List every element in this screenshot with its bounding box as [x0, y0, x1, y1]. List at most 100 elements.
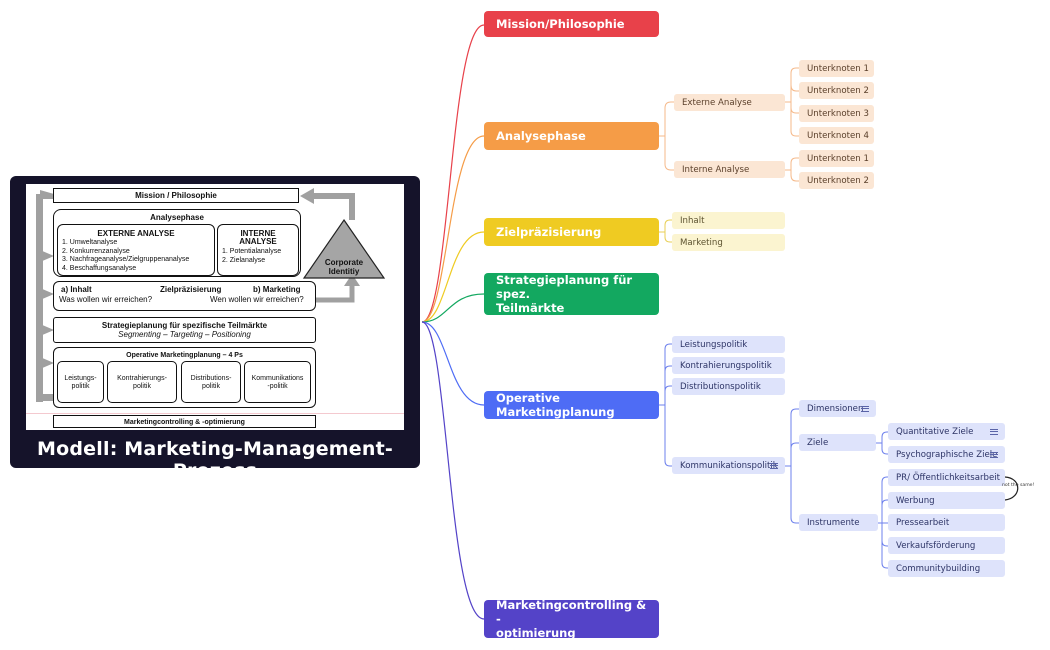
node-controlling[interactable]: Marketingcontrolling & - optimierung: [484, 598, 659, 640]
goal-precision-title: Zielpräzisierung: [160, 285, 222, 294]
external-analysis-item: 1. Umweltanalyse: [62, 239, 118, 246]
notes-icon[interactable]: [770, 462, 778, 469]
controlling-label: Marketingcontrolling & -optimierung: [124, 418, 245, 426]
product-policy-box: Leistungs- politik: [57, 361, 104, 403]
pricing-policy-label: politik: [133, 383, 151, 390]
node-instruments-label: Instrumente: [807, 517, 860, 528]
notes-icon[interactable]: [861, 405, 869, 412]
node-goal-precision[interactable]: Zielpräzisierung: [484, 218, 659, 246]
node-pricing-policy-label: Kontrahierungspolitik: [680, 360, 772, 371]
node-controlling-label: Marketingcontrolling & -: [496, 598, 647, 626]
node-goal-marketing-label: Marketing: [680, 237, 723, 248]
distribution-policy-label: Distributions-: [190, 375, 232, 382]
node-product-policy-label: Leistungspolitik: [680, 339, 748, 350]
node-press-work-label: Pressearbeit: [896, 517, 950, 528]
goal-content-label: a) Inhalt: [61, 285, 92, 294]
node-distribution-policy[interactable]: Distributionspolitik: [672, 378, 785, 395]
node-pricing-policy[interactable]: Kontrahierungspolitik: [672, 357, 785, 374]
node-advertising-label: Werbung: [896, 495, 935, 506]
analysis-title: Analysephase: [150, 213, 204, 222]
node-community-building[interactable]: Communitybuilding: [888, 560, 1005, 577]
corporate-identity-label: Identitiy: [328, 267, 360, 276]
internal-analysis-item: 2. Zielanalyse: [222, 256, 266, 264]
operative-planning-title: Operative Marketingplanung – 4 Ps: [126, 352, 243, 359]
goal-question-2: Wen wollen wir erreichen?: [210, 295, 304, 304]
node-analysis-phase[interactable]: Analysephase: [484, 122, 659, 150]
internal-analysis-item: 1. Potentialanalyse: [222, 248, 282, 255]
controlling-box: Marketingcontrolling & -optimierung: [53, 415, 316, 428]
node-subnode[interactable]: Unterknoten 4: [799, 127, 874, 144]
node-goal-marketing[interactable]: Marketing: [672, 234, 785, 251]
goal-marketing-label: b) Marketing: [253, 285, 301, 294]
node-subnode[interactable]: Unterknoten 2: [799, 82, 874, 99]
product-policy-label: politik: [71, 383, 90, 390]
node-strategy-label: Strategieplanung für spez.: [496, 273, 633, 301]
relationship-label[interactable]: not the same!: [1002, 483, 1035, 488]
pricing-policy-label: Kontrahierungs-: [117, 375, 167, 382]
node-subnode-label: Unterknoten 2: [807, 85, 869, 96]
node-subnode-label: Unterknoten 3: [807, 108, 869, 119]
divider-line: [26, 413, 404, 414]
model-caption: Modell: Marketing-Management-Prozess: [37, 438, 393, 482]
node-strategy[interactable]: Strategieplanung für spez. Teilmärkte: [484, 273, 659, 315]
node-subnode-label: Unterknoten 4: [807, 130, 869, 141]
pricing-policy-box: Kontrahierungs- politik: [107, 361, 177, 403]
internal-analysis-box: INTERNE ANALYSE 1. Potentialanalyse 2. Z…: [217, 224, 299, 276]
communication-policy-label: -politik: [267, 383, 288, 390]
node-pr[interactable]: PR/ Öffentlichkeitsarbeit: [888, 469, 1005, 486]
corporate-identity-triangle: [302, 218, 386, 279]
external-analysis-title: EXTERNE ANALYSE: [97, 229, 175, 238]
arrow-right-icon: [40, 324, 54, 336]
mission-box: Mission / Philosophie: [53, 188, 299, 203]
node-goals-label: Ziele: [807, 437, 829, 448]
external-analysis-item: 4. Beschaffungsanalyse: [62, 264, 137, 272]
ci-loop-arrow-icon: [300, 188, 360, 303]
feedback-bar: [36, 194, 43, 402]
node-mission[interactable]: Mission/Philosophie: [484, 11, 659, 37]
node-product-policy[interactable]: Leistungspolitik: [672, 336, 785, 353]
node-advertising[interactable]: Werbung: [888, 492, 1005, 509]
product-policy-label: Leistungs-: [64, 375, 97, 382]
strategy-title: Strategieplanung für spezifische Teilmär…: [101, 321, 268, 330]
notes-icon[interactable]: [990, 428, 998, 435]
node-subnode[interactable]: Unterknoten 3: [799, 105, 874, 122]
node-subnode[interactable]: Unterknoten 2: [799, 172, 874, 189]
distribution-policy-box: Distributions- politik: [181, 361, 241, 403]
node-strategy-label: Teilmärkte: [496, 301, 565, 315]
internal-analysis-title: INTERNE: [240, 229, 276, 238]
goal-question-1: Was wollen wir erreichen?: [59, 295, 153, 304]
node-sales-promotion[interactable]: Verkaufsförderung: [888, 537, 1005, 554]
node-distribution-policy-label: Distributionspolitik: [680, 381, 761, 392]
node-communication-policy[interactable]: Kommunikationspolitik: [672, 457, 785, 474]
node-dimensions-label: Dimensionen: [807, 403, 864, 414]
node-controlling-label: optimierung: [496, 626, 576, 640]
node-subnode-label: Unterknoten 1: [807, 63, 869, 74]
node-quantitative-goals-label: Quantitative Ziele: [896, 426, 974, 437]
node-goals[interactable]: Ziele: [799, 434, 876, 451]
corporate-identity-label: Corporate: [324, 258, 364, 267]
node-internal-analysis-label: Interne Analyse: [682, 164, 750, 175]
communication-policy-box: Kommunikations -politik: [244, 361, 311, 403]
mission-label: Mission / Philosophie: [135, 191, 217, 200]
node-external-analysis[interactable]: Externe Analyse: [674, 94, 785, 111]
node-goal-content[interactable]: Inhalt: [672, 212, 785, 229]
distribution-policy-label: politik: [202, 383, 220, 390]
arrow-right-icon: [40, 357, 54, 369]
node-subnode[interactable]: Unterknoten 1: [799, 60, 874, 77]
node-operative-planning-label: Operative Marketingplanung: [496, 391, 615, 419]
node-instruments[interactable]: Instrumente: [799, 514, 878, 531]
feedback-bar-bottom: [36, 394, 54, 401]
arrow-right-icon: [40, 190, 54, 199]
node-dimensions[interactable]: Dimensionen: [799, 400, 876, 417]
notes-icon[interactable]: [990, 451, 998, 458]
node-subnode[interactable]: Unterknoten 1: [799, 150, 874, 167]
node-internal-analysis[interactable]: Interne Analyse: [674, 161, 785, 178]
node-sales-promotion-label: Verkaufsförderung: [896, 540, 976, 551]
node-psychographic-goals[interactable]: Psychographische Ziele: [888, 446, 1005, 463]
node-quantitative-goals[interactable]: Quantitative Ziele: [888, 423, 1005, 440]
node-press-work[interactable]: Pressearbeit: [888, 514, 1005, 531]
node-subnode-label: Unterknoten 2: [807, 175, 869, 186]
node-external-analysis-label: Externe Analyse: [682, 97, 752, 108]
node-operative-planning[interactable]: Operative Marketingplanung: [484, 391, 659, 419]
